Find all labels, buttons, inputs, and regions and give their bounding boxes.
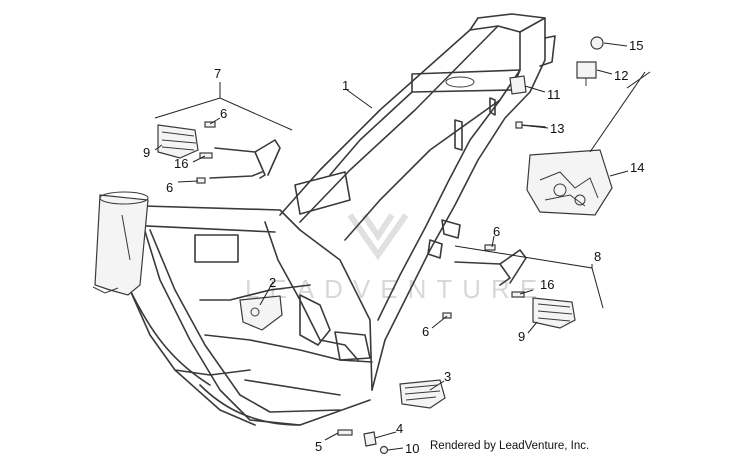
watermark-text: LEADVENTURE <box>245 274 547 304</box>
callout-5: 5 <box>315 439 322 454</box>
callout-8: 8 <box>594 249 601 264</box>
part-2-plate <box>239 295 283 331</box>
callout-3: 3 <box>444 369 451 384</box>
callout-9-left: 9 <box>143 145 150 160</box>
callout-14: 14 <box>630 160 644 175</box>
upper-right-parts <box>509 36 604 129</box>
callout-1: 1 <box>342 78 349 93</box>
callout-12: 12 <box>614 68 628 83</box>
callout-13: 13 <box>550 121 564 136</box>
callout-6-upper-left: 6 <box>220 106 227 121</box>
callout-4: 4 <box>396 421 403 436</box>
callout-15: 15 <box>629 38 643 53</box>
callout-6-lower-right: 6 <box>422 324 429 339</box>
render-credit: Rendered by LeadVenture, Inc. <box>430 440 590 452</box>
callout-labels: 1 2 3 4 5 6 6 6 6 7 8 9 9 10 11 12 13 14… <box>143 38 644 456</box>
callout-9-right: 9 <box>518 329 525 344</box>
watermark: LEADVENTURE <box>245 213 547 304</box>
watermark-logo-icon <box>347 213 409 261</box>
callout-16-left: 16 <box>174 156 188 171</box>
callout-lines <box>154 42 651 451</box>
main-frame <box>104 13 556 426</box>
callout-6-upper-right: 6 <box>493 224 500 239</box>
right-footpeg-assembly <box>442 244 576 329</box>
callout-2: 2 <box>269 275 276 290</box>
callout-16-right: 16 <box>540 277 554 292</box>
callout-6-lower-left: 6 <box>166 180 173 195</box>
headstock <box>92 191 149 296</box>
callout-7: 7 <box>214 66 221 81</box>
part-14-kit-bag <box>526 149 613 216</box>
left-footpeg-assembly <box>157 121 281 184</box>
callout-10: 10 <box>405 441 419 456</box>
callout-11: 11 <box>547 87 561 102</box>
hardware-lower <box>337 429 389 455</box>
